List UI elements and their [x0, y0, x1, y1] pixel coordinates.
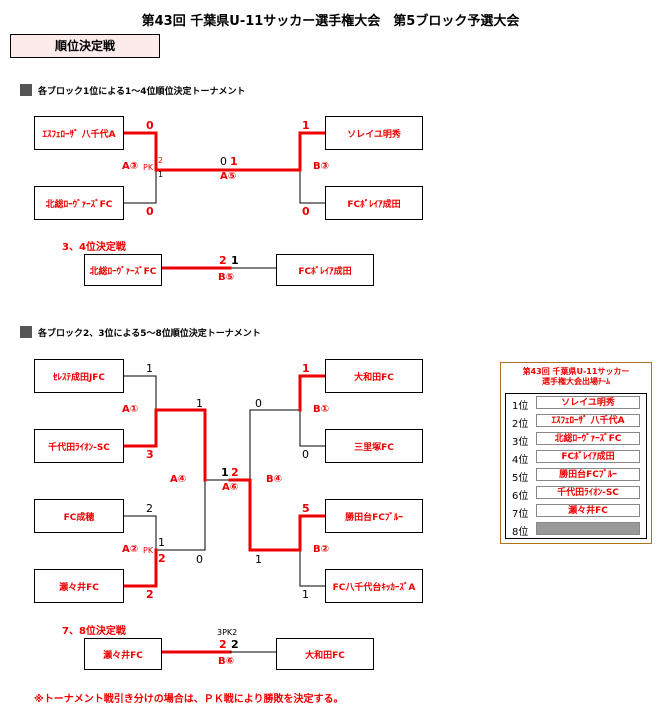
bullet-square-icon: [20, 84, 32, 96]
score: 1: [230, 155, 238, 168]
score: 1: [302, 119, 310, 132]
match-label: A⑥: [222, 482, 239, 493]
legend-row: 5位勝田台FCﾌﾞﾙｰ: [506, 466, 646, 484]
section-tab: 順位決定戦: [10, 34, 160, 58]
match-label: A③: [122, 161, 139, 172]
rank: 5位: [512, 473, 529, 484]
score: 2: [231, 466, 239, 479]
team-box: 北総ﾛｰｳﾞｧｰｽﾞFC: [84, 254, 162, 286]
rank: 4位: [512, 455, 529, 466]
match-label: A②: [122, 544, 139, 555]
team: ソレイユ明秀: [536, 396, 640, 409]
score: 2: [158, 552, 166, 565]
pk-score: 2: [158, 156, 164, 165]
score: 1: [221, 466, 229, 479]
score: 0: [196, 553, 203, 566]
pk-score: 1: [158, 170, 164, 179]
score: 2: [146, 588, 154, 601]
team-box: 三里塚FC: [325, 429, 423, 463]
team-box: FC八千代台ｷｯｶｰｽﾞA: [325, 569, 423, 603]
legend-row: 1位ソレイユ明秀: [506, 394, 646, 412]
score: 5: [302, 502, 310, 515]
match-label: A⑤: [220, 171, 237, 182]
score: 0: [146, 119, 154, 132]
legend-row: 6位千代田ﾗｲｵﾝ-SC: [506, 484, 646, 502]
match-label: B⑥: [218, 656, 235, 667]
match-label: B③: [313, 161, 330, 172]
score: 0: [302, 448, 309, 461]
score: 0: [255, 397, 262, 410]
score: 1: [158, 536, 165, 549]
match-label: A①: [122, 404, 139, 415]
page-title: 第43回 千葉県U-11サッカー選手権大会 第5ブロック予選大会: [141, 14, 520, 29]
team-box: 瀬々井FC: [84, 638, 162, 670]
match-label: B①: [313, 404, 330, 415]
rank: 8位: [512, 527, 529, 538]
score: 0: [302, 205, 310, 218]
qualified-teams-panel: 第43回 千葉県U-11サッカー 選手権大会出場ﾁｰﾑ 1位ソレイユ明秀 2位 ｴ…: [500, 362, 652, 544]
team: 千代田ﾗｲｵﾝ-SC: [536, 486, 640, 499]
match-label: A④: [170, 474, 187, 485]
legend-row: 8位: [506, 520, 646, 538]
team-box: 大和田FC: [276, 638, 374, 670]
team-box: ソレイユ明秀: [325, 116, 423, 150]
legend-row: 7位瀬々井FC: [506, 502, 646, 520]
team-box: ｾﾚｽﾃ成田JFC: [34, 359, 124, 393]
team: 勝田台FCﾌﾞﾙｰ: [536, 468, 640, 481]
score: 2: [219, 638, 227, 651]
score: 1: [255, 553, 262, 566]
footnote: ※トーナメント戦引き分けの場合は、ＰＫ戦により勝敗を決定する。: [34, 694, 344, 705]
team: ｴｽﾌｪﾛｰｻﾞ 八千代A: [536, 414, 640, 427]
legend-table: 1位ソレイユ明秀 2位ｴｽﾌｪﾛｰｻﾞ 八千代A 3位北総ﾛｰｳﾞｧｰｽﾞFC …: [505, 393, 647, 539]
team-box: 勝田台FCﾌﾞﾙｰ: [325, 499, 423, 533]
team-box: 北総ﾛｰｳﾞｧｰｽﾞFC: [34, 186, 124, 220]
score: 1: [196, 397, 203, 410]
section2-heading: 各ブロック2、3位による5～8位順位決定トーナメント: [38, 329, 261, 339]
score: 2: [219, 254, 227, 267]
team-box: 大和田FC: [325, 359, 423, 393]
match-label: B②: [313, 544, 330, 555]
team-box: 千代田ﾗｲｵﾝ-SC: [34, 429, 124, 463]
rank: 1位: [512, 401, 529, 412]
pk-score: 3PK2: [217, 628, 238, 637]
rank: 7位: [512, 509, 529, 520]
team-box: ｴｽﾌｪﾛｰｻﾞ 八千代A: [34, 116, 124, 150]
legend-title-line1: 第43回 千葉県U-11サッカー: [522, 367, 630, 376]
rank: 6位: [512, 491, 529, 502]
score: 2: [231, 638, 239, 651]
rank: 2位: [512, 419, 529, 430]
pk-label: PK: [143, 546, 154, 555]
score: 3: [146, 448, 154, 461]
bullet-square-icon: [20, 326, 32, 338]
score: 1: [302, 588, 309, 601]
score: 1: [231, 254, 239, 267]
match-label: B④: [266, 474, 283, 485]
team: 瀬々井FC: [536, 504, 640, 517]
team-box: FC成穂: [34, 499, 124, 533]
team-box: FCﾎﾞﾚｲｱ成田: [276, 254, 374, 286]
team: 北総ﾛｰｳﾞｧｰｽﾞFC: [536, 432, 640, 445]
team: [536, 522, 640, 535]
team-box: 瀬々井FC: [34, 569, 124, 603]
section1-heading: 各ブロック1位による1～4位順位決定トーナメント: [38, 87, 246, 97]
team: FCﾎﾞﾚｲｱ成田: [536, 450, 640, 463]
legend-title-line2: 選手権大会出場ﾁｰﾑ: [542, 377, 610, 386]
legend-row: 4位 FCﾎﾞﾚｲｱ成田: [506, 448, 646, 466]
legend-row: 3位北総ﾛｰｳﾞｧｰｽﾞFC: [506, 430, 646, 448]
third-place-heading: 3、4位決定戦: [62, 242, 126, 253]
legend-row: 2位 ｴｽﾌｪﾛｰｻﾞ 八千代A: [506, 412, 646, 430]
rank: 3位: [512, 437, 529, 448]
score: 0: [146, 205, 154, 218]
seventh-place-heading: 7、8位決定戦: [62, 626, 126, 637]
score: 1: [302, 362, 310, 375]
match-label: B⑤: [218, 272, 235, 283]
score: 2: [146, 502, 153, 515]
team-box: FCﾎﾞﾚｲｱ成田: [325, 186, 423, 220]
score: 0: [220, 155, 227, 168]
score: 1: [146, 362, 153, 375]
pk-label: PK: [143, 163, 154, 172]
